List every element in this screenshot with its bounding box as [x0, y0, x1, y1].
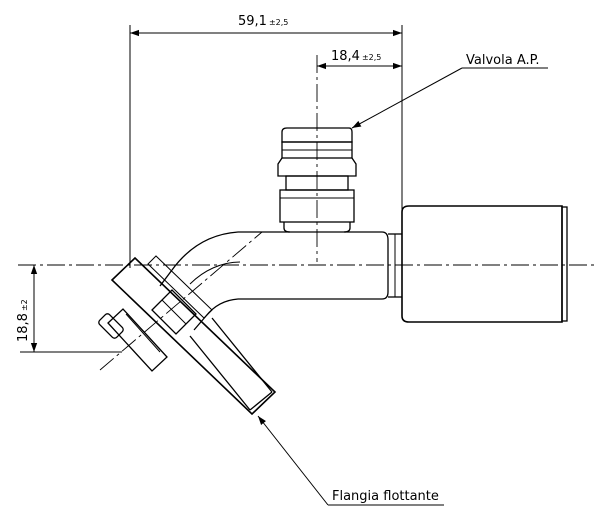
callout-flange-leader [257, 415, 329, 506]
angled-tube [189, 317, 273, 411]
valve-base-right [343, 222, 351, 233]
sleeve-end-ring [561, 206, 568, 322]
angled-tube-lower [189, 335, 251, 411]
floating-flange [110, 255, 277, 416]
flange-hub-line [161, 299, 187, 325]
pipe-stub-left-shoulder [381, 231, 389, 300]
callout-flange: Flangia flottante [257, 415, 444, 506]
angled-tube-end [249, 391, 273, 411]
dimension-overall-length: 59,1±2,5 [130, 14, 402, 37]
dimension-valve-offset-label: 18,4±2,5 [331, 49, 381, 64]
extension-lines [20, 25, 403, 353]
dimension-overall-tolerance: ±2,5 [269, 18, 288, 27]
elbow-outer [171, 231, 239, 271]
spigot-body [107, 308, 168, 372]
callout-valve-text: Valvola A.P. [466, 53, 540, 68]
dimension-overall-label: 59,1±2,5 [238, 14, 288, 29]
pipe-stub [381, 231, 402, 300]
callout-valve-leader [351, 67, 463, 129]
valve-body [279, 189, 355, 223]
dimension-flange-height-label: 18,8 ±2 [16, 299, 31, 342]
dimension-overall-value: 59,1 [238, 14, 267, 29]
flange-axis-centerline [99, 231, 263, 371]
dimension-valve-offset-value: 18,4 [331, 49, 360, 64]
flange-plate [110, 256, 277, 416]
callout-valve: Valvola A.P. [351, 53, 548, 129]
dimension-flange-height: 18,8 ±2 [16, 265, 38, 352]
elbow-inner [205, 298, 239, 317]
flange-spigot [98, 308, 168, 372]
hose-sleeve [401, 205, 568, 323]
dimension-valve-offset: 18,4±2,5 [317, 49, 402, 70]
dimension-flange-height-tolerance: ±2 [20, 299, 29, 311]
dimension-flange-height-value: 18,8 [16, 313, 31, 342]
body-tube [238, 231, 382, 300]
dimension-valve-offset-tolerance: ±2,5 [362, 53, 381, 62]
valve [277, 127, 357, 233]
spigot-cap [98, 313, 124, 339]
elbow-inner-line [189, 261, 241, 285]
elbow [159, 231, 241, 331]
sleeve-body [401, 205, 563, 323]
flange-hub [151, 289, 197, 335]
callout-flange-text: Flangia flottante [332, 489, 439, 504]
flange-gasket [147, 255, 213, 319]
valve-base-left [283, 222, 291, 233]
spigot-edge [125, 313, 161, 353]
